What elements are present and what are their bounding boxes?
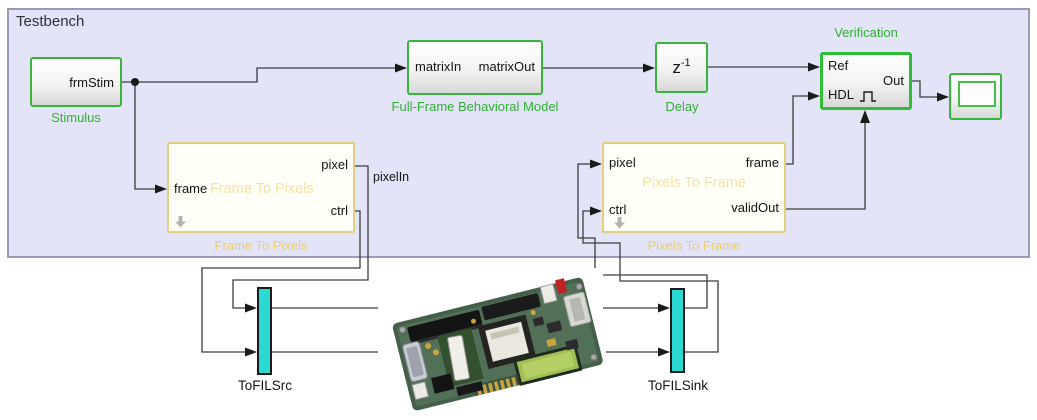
pixels2frame-port-frame: frame <box>745 155 779 170</box>
wire-validout-to-verification[interactable] <box>786 123 866 210</box>
tofilsink-block[interactable] <box>670 288 685 373</box>
frame2pixels-port-frame: frame <box>174 181 208 196</box>
pixels2frame-port-validout: validOut <box>731 200 779 215</box>
frame-to-pixels-block[interactable]: frame Frame To Pixels pixel ctrl <box>167 142 355 233</box>
tofilsink-label: ToFILSink <box>647 378 709 393</box>
wire-pixel-to-tofilsrc[interactable] <box>232 165 369 309</box>
delay-block[interactable]: z-1 <box>655 42 708 93</box>
wire-frame-to-hdl[interactable] <box>786 95 809 165</box>
comment-through-arrow-icon <box>175 216 186 228</box>
frame2pixels-port-pixel: pixel <box>321 157 348 172</box>
wire-stimulus-to-model[interactable] <box>122 67 396 83</box>
pixels-to-frame-block[interactable]: pixel ctrl Pixels To Frame frame validOu… <box>602 142 786 233</box>
wire-tofilsrc-to-board[interactable] <box>272 307 382 353</box>
pixelin-wire-label: pixelIn <box>373 170 410 184</box>
wire-ctrl-to-tofilsrc[interactable] <box>201 210 361 353</box>
pixels2frame-inner-title: Pixels To Frame <box>642 175 746 191</box>
behavioral-model-block[interactable]: matrixIn matrixOut <box>407 40 543 95</box>
verification-port-ref: Ref <box>828 58 849 73</box>
stimulus-block[interactable]: frmStim <box>30 57 122 107</box>
wire-out-to-scope[interactable] <box>912 80 938 98</box>
pixels-to-frame-label: Pixels To Frame <box>647 238 741 253</box>
pulse-icon <box>860 91 876 102</box>
verification-port-out: Out <box>883 73 904 88</box>
comment-through-arrow-icon <box>614 217 625 229</box>
wire-stimulus-to-frame2pixels[interactable] <box>134 82 156 190</box>
pixels2frame-port-pixel: pixel <box>609 155 636 170</box>
frame2pixels-inner-title: Frame To Pixels <box>210 181 314 197</box>
tofilsrc-label: ToFILSrc <box>237 378 292 393</box>
wire-tofilsink-to-ctrl[interactable] <box>582 210 719 353</box>
frame-to-pixels-label: Frame To Pixels <box>214 238 308 253</box>
delay-z-symbol: z-1 <box>672 57 691 77</box>
pixels2frame-port-ctrl: ctrl <box>609 202 627 217</box>
model-port-matrixout: matrixOut <box>478 59 535 74</box>
wire-board-to-tofilsink[interactable] <box>600 307 659 353</box>
wire-arrowheads <box>155 62 949 357</box>
stimulus-port-frmstim: frmStim <box>69 75 114 90</box>
delay-label: Delay <box>665 99 699 114</box>
behavioral-model-label: Full-Frame Behavioral Model <box>391 99 559 114</box>
frame2pixels-port-ctrl: ctrl <box>330 203 348 218</box>
scope-block[interactable] <box>949 73 1002 120</box>
testbench-region-title: Testbench <box>16 13 85 30</box>
tofilsrc-block[interactable] <box>257 287 272 375</box>
verification-block[interactable]: Ref HDL Out <box>820 52 912 110</box>
stimulus-label: Stimulus <box>51 110 101 125</box>
fpga-board-image[interactable] <box>378 268 603 418</box>
wire-branch-dot <box>131 78 139 86</box>
model-port-matrixin: matrixIn <box>415 59 462 74</box>
scope-display-icon <box>958 81 996 107</box>
verification-label: Verification <box>834 25 898 40</box>
wire-tofilsink-to-pixel[interactable] <box>577 163 708 309</box>
verification-port-hdl: HDL <box>828 87 855 102</box>
